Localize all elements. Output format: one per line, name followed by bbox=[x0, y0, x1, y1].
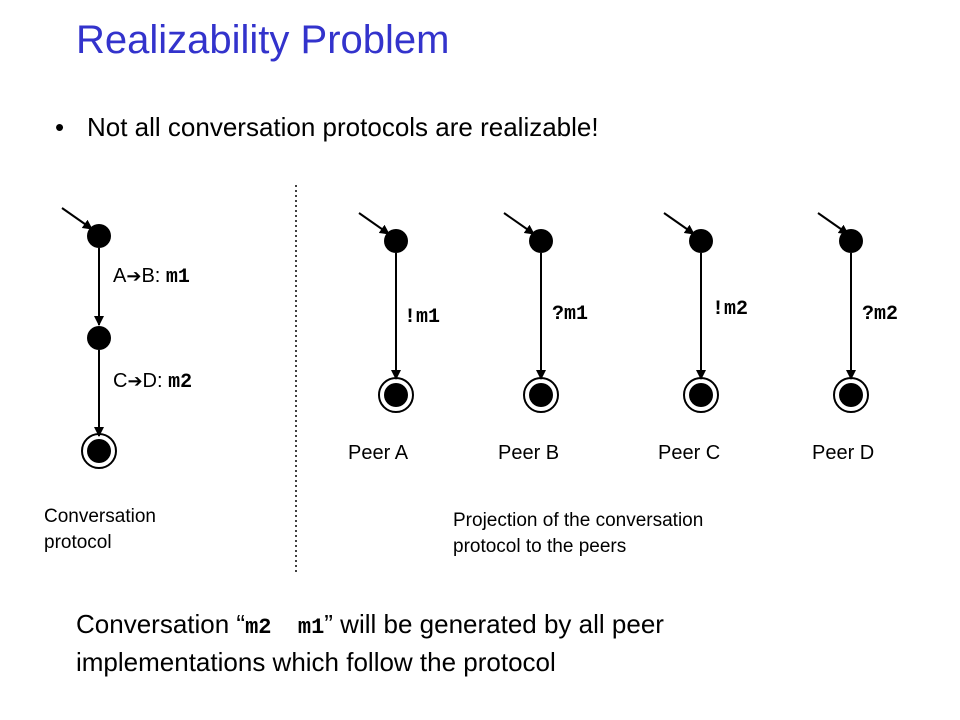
protocol-caption-line1: Conversation bbox=[44, 506, 156, 527]
sender-a-label: A bbox=[113, 265, 127, 287]
peer-d-automaton bbox=[817, 212, 869, 413]
peer-b-automaton bbox=[503, 212, 559, 413]
message-m2: m2 bbox=[168, 371, 193, 394]
arrow-right-icon: ➔ bbox=[126, 266, 142, 286]
projection-caption: Projection of the conversation protocol … bbox=[453, 508, 703, 559]
peer-b-name: Peer B bbox=[498, 442, 560, 464]
peer-d-name: Peer D bbox=[812, 442, 875, 464]
protocol-transition-1-label: A➔B: m1 bbox=[113, 266, 190, 288]
peer-b-initial-state bbox=[529, 229, 553, 253]
conclusion-prefix: Conversation “ bbox=[76, 609, 246, 639]
peer-c-start-arrow bbox=[663, 212, 695, 235]
conclusion-conversation-code: m2 m1 bbox=[245, 615, 325, 640]
projection-caption-line1: Projection of the conversation bbox=[453, 510, 704, 531]
peer-d-final-state-ring bbox=[833, 377, 869, 413]
conclusion-line1: Conversation “m2 m1” will be generated b… bbox=[76, 606, 916, 644]
protocol-transition-2-label: C➔D: m2 bbox=[113, 371, 192, 393]
protocol-automaton bbox=[61, 207, 117, 469]
slide-title: Realizability Problem bbox=[76, 18, 450, 62]
protocol-final-state bbox=[87, 439, 111, 463]
message-m1: m1 bbox=[165, 266, 190, 289]
bullet-text: Not all conversation protocols are reali… bbox=[87, 112, 599, 142]
peer-d-final-state bbox=[839, 383, 863, 407]
receiver-b-label: B: bbox=[141, 265, 166, 287]
peer-a-initial-state bbox=[384, 229, 408, 253]
peer-b-start-arrow bbox=[503, 212, 535, 235]
peer-c-action-label: !m2 bbox=[712, 298, 749, 321]
peer-c-final-state-ring bbox=[683, 377, 719, 413]
bullet-point: • Not all conversation protocols are real… bbox=[55, 112, 599, 143]
peer-d-start-arrow bbox=[817, 212, 849, 235]
protocol-final-state-ring bbox=[81, 433, 117, 469]
peer-a-automaton bbox=[358, 212, 414, 413]
projection-caption-line2: protocol to the peers bbox=[453, 535, 627, 557]
peer-a-start-arrow bbox=[358, 212, 390, 235]
sender-c-label: C bbox=[113, 370, 128, 392]
peer-a-final-state bbox=[384, 383, 408, 407]
conclusion-line2: implementations which follow the protoco… bbox=[76, 646, 556, 677]
peer-c-final-state bbox=[689, 383, 713, 407]
peer-b-action-label: ?m1 bbox=[552, 303, 589, 326]
protocol-start-arrow bbox=[61, 207, 93, 230]
conclusion-suffix: ” will be generated by all peer bbox=[324, 609, 664, 639]
peer-c-initial-state bbox=[689, 229, 713, 253]
protocol-caption-line2: protocol bbox=[44, 531, 112, 553]
peer-a-final-state-ring bbox=[378, 377, 414, 413]
protocol-initial-state bbox=[87, 224, 111, 248]
receiver-d-label: D: bbox=[142, 370, 169, 392]
peer-b-final-state-ring bbox=[523, 377, 559, 413]
bullet-dot-icon: • bbox=[55, 112, 65, 142]
peer-d-action-label: ?m2 bbox=[862, 303, 899, 326]
protocol-caption: Conversation protocol bbox=[44, 504, 156, 555]
peer-a-action-label: !m1 bbox=[404, 306, 441, 329]
conclusion-text: Conversation “m2 m1” will be generated b… bbox=[76, 606, 916, 682]
peer-c-automaton bbox=[663, 212, 719, 413]
arrow-right-icon: ➔ bbox=[127, 371, 143, 391]
peer-a-name: Peer A bbox=[348, 442, 409, 464]
protocol-middle-state bbox=[87, 326, 111, 350]
peer-c-name: Peer C bbox=[658, 442, 721, 464]
peer-b-final-state bbox=[529, 383, 553, 407]
peer-d-initial-state bbox=[839, 229, 863, 253]
